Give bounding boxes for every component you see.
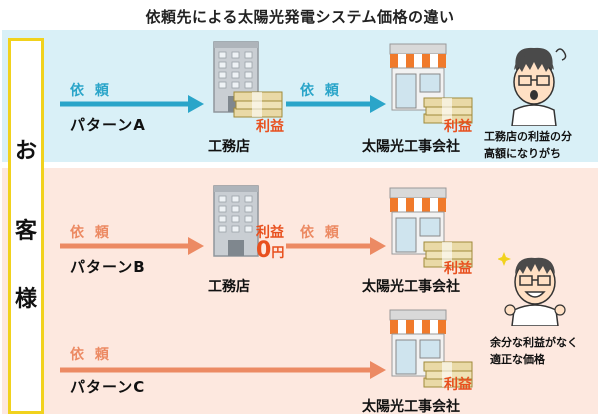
installer-label-a: 太陽光工事会社 <box>362 139 460 155</box>
customer-char-3: 様 <box>14 287 37 312</box>
note-a: 工務店の利益の分 高額になりがち <box>484 128 572 162</box>
note-b-line-1: 余分な利益がなく <box>490 336 578 349</box>
arrow-a-contractor-installer <box>286 95 386 113</box>
money-stack-icon <box>233 91 283 118</box>
shop-icon <box>389 187 447 255</box>
profit-label-a-installer: 利益 <box>444 119 472 135</box>
money-stack-icon <box>423 97 473 124</box>
money-stack-icon <box>423 241 473 268</box>
customer-char-1: お <box>14 139 37 164</box>
happy-man-icon <box>498 252 566 326</box>
pattern-bc-band <box>2 168 598 414</box>
pattern-a-label: パターンA <box>70 116 146 134</box>
installer-label-c: 太陽光工事会社 <box>362 399 460 415</box>
request-label-b: 依 頼 <box>70 225 112 241</box>
note-a-line-1: 工務店の利益の分 <box>484 130 572 143</box>
pattern-a-band <box>2 30 598 162</box>
contractor-label-b: 工務店 <box>208 279 250 295</box>
arrow-b-customer-contractor <box>60 237 204 255</box>
arrow-a-customer-contractor <box>60 95 204 113</box>
request-label-a2: 依 頼 <box>300 83 342 99</box>
pattern-b-label: パターンB <box>70 258 146 276</box>
profit-label-b-installer: 利益 <box>444 261 472 277</box>
pattern-c-label: パターンC <box>70 378 146 396</box>
money-stack-icon <box>423 361 473 388</box>
customer-box: お 客 様 <box>8 38 44 414</box>
arrow-b-contractor-installer <box>286 237 386 255</box>
note-b: 余分な利益がなく 適正な価格 <box>490 334 578 368</box>
note-b-line-2: 適正な価格 <box>490 353 545 366</box>
profit-label-c-installer: 利益 <box>444 377 472 393</box>
zero-profit-number: 0 <box>256 238 272 263</box>
profit-label-a-contractor: 利益 <box>256 119 284 135</box>
arrow-c-customer-installer <box>60 361 386 379</box>
contractor-label-a: 工務店 <box>208 139 250 155</box>
office-building-icon <box>213 185 259 257</box>
customer-char-2: 客 <box>14 219 37 244</box>
note-a-line-2: 高額になりがち <box>484 147 561 160</box>
request-label-c: 依 頼 <box>70 347 112 363</box>
zero-profit: 0円 <box>256 238 284 263</box>
installer-label-b: 太陽光工事会社 <box>362 279 460 295</box>
request-label-a: 依 頼 <box>70 83 112 99</box>
worried-man-icon <box>511 47 567 126</box>
shop-icon <box>389 43 447 111</box>
diagram-title: 依頼先による太陽光発電システム価格の違い <box>145 8 455 26</box>
request-label-b2: 依 頼 <box>300 225 342 241</box>
zero-profit-unit: 円 <box>271 246 285 261</box>
profit-label-b-contractor: 利益 <box>256 225 284 241</box>
shop-icon <box>389 309 447 377</box>
